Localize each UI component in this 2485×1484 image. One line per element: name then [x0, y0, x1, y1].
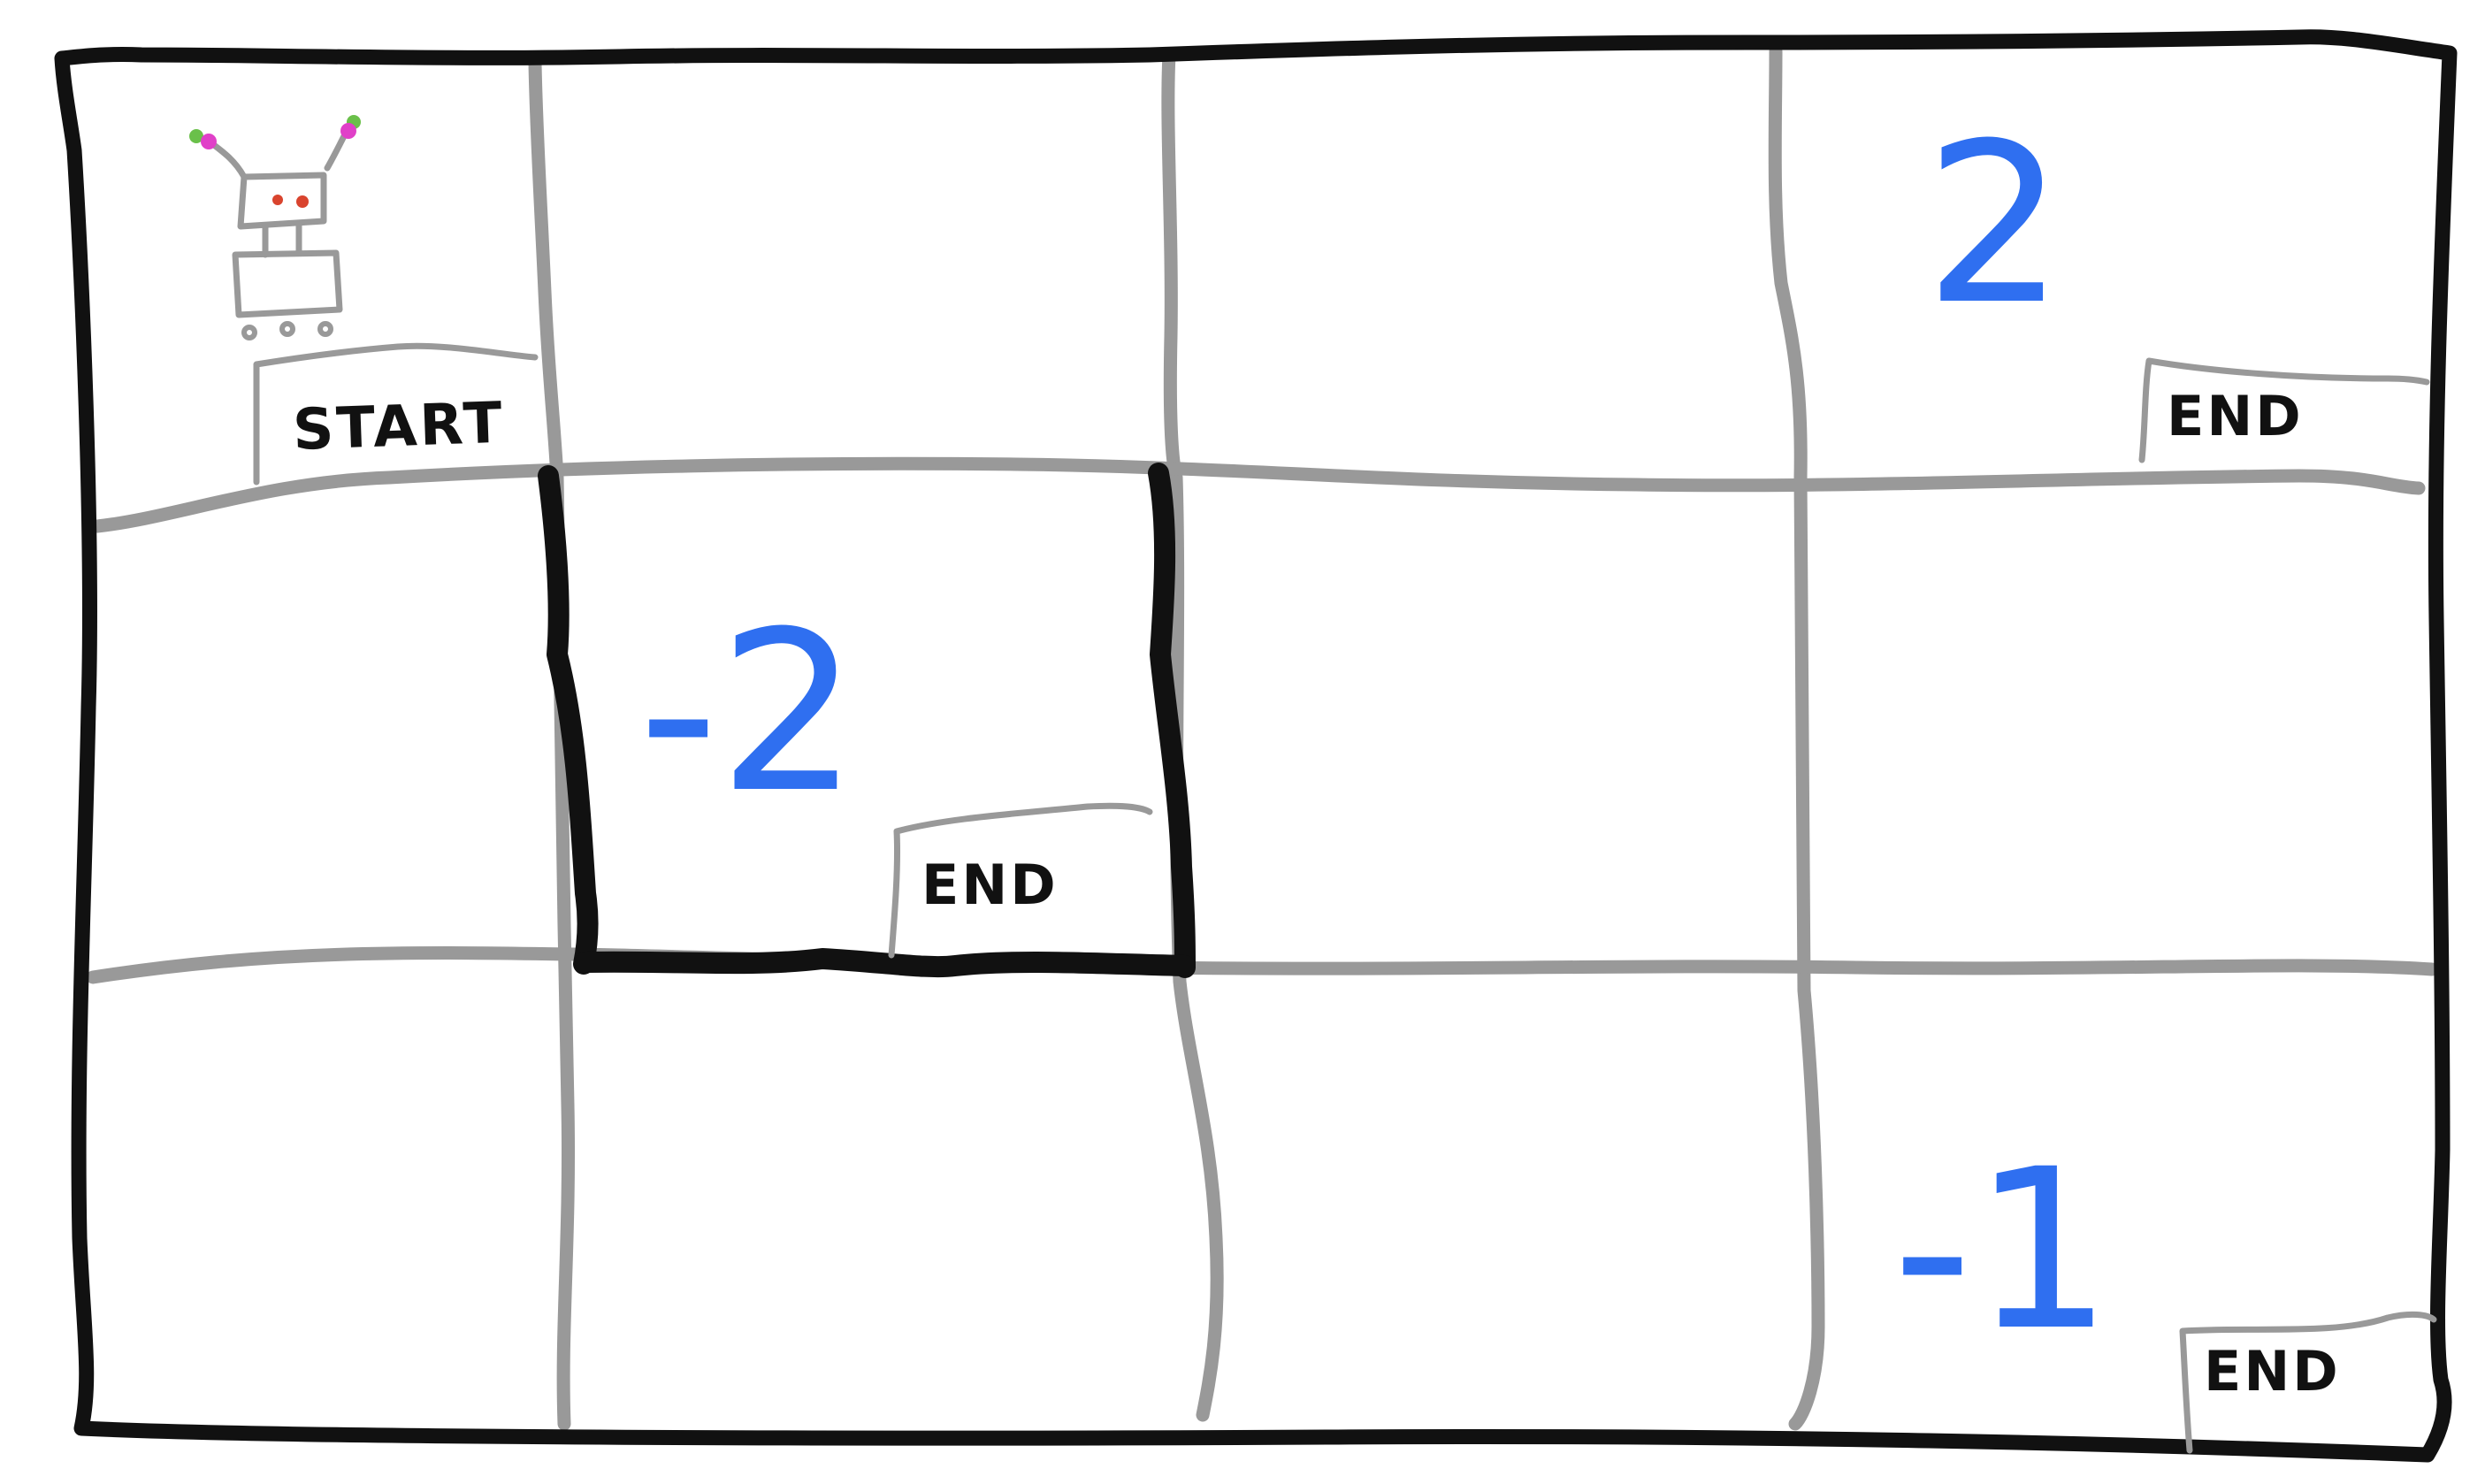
wall-bottom — [575, 948, 1196, 978]
reward-top-right: 2 — [1924, 96, 2065, 353]
tag-boxes — [253, 342, 2437, 1454]
grid-outer-border — [54, 29, 2458, 1463]
end-tag-box-middle — [888, 802, 1153, 959]
end-label-top-right: END — [2167, 384, 2304, 448]
reward-middle: -2 — [638, 584, 859, 841]
end-tag-box-bottom-right — [2179, 1311, 2437, 1454]
reward-bottom-right: -1 — [1892, 1121, 2113, 1379]
robot-icon — [189, 115, 361, 340]
grid-line-vertical-3 — [1768, 44, 1825, 1431]
wall-right — [1148, 463, 1196, 978]
walls — [538, 463, 1196, 978]
end-label-bottom-right: END — [2204, 1339, 2341, 1404]
wall-left — [538, 465, 599, 975]
end-tag-box-top-right — [2138, 357, 2430, 463]
grid-line-horizontal-1 — [90, 456, 2426, 533]
grid-line-horizontal-2 — [86, 946, 2439, 984]
start-tag-box — [253, 342, 539, 486]
start-label: START — [292, 391, 506, 463]
end-label-middle: END — [921, 853, 1059, 917]
